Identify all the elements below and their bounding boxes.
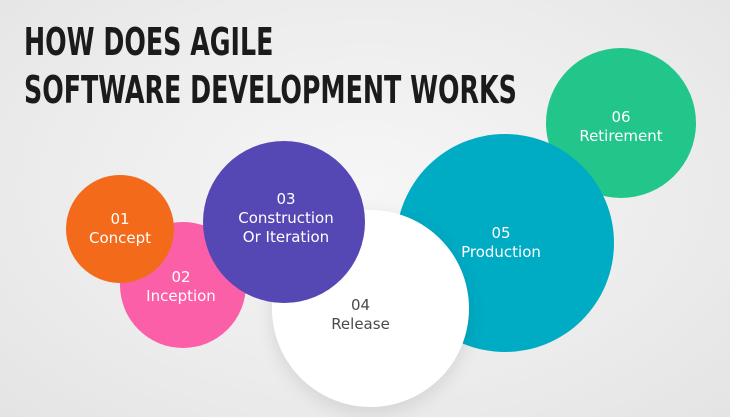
stage-label: Retirement: [579, 127, 663, 145]
title-line-1: HOW DOES AGILE: [24, 20, 274, 64]
stage-label: Concept: [88, 229, 152, 247]
stage-circle-concept: 01 Concept: [66, 175, 174, 283]
stage-number: 02: [171, 268, 191, 286]
stage-label-line-2: Or Iteration: [242, 227, 330, 246]
page-title: HOW DOES AGILE SOFTWARE DEVELOPMENT WORK…: [24, 18, 517, 114]
stage-number: 06: [611, 108, 631, 126]
stage-label: Release: [331, 314, 390, 333]
stage-number: 03: [276, 189, 296, 208]
stage-number: 05: [491, 224, 511, 242]
stage-label: Inception: [146, 287, 216, 305]
stage-number: 04: [350, 295, 371, 314]
title-line-2: SOFTWARE DEVELOPMENT WORKS: [24, 68, 517, 112]
stage-label: Construction: [238, 208, 334, 227]
stage-number: 01: [110, 210, 130, 228]
stage-label: Production: [461, 243, 541, 261]
stage-circle-construction: 03 Construction Or Iteration: [203, 141, 365, 303]
